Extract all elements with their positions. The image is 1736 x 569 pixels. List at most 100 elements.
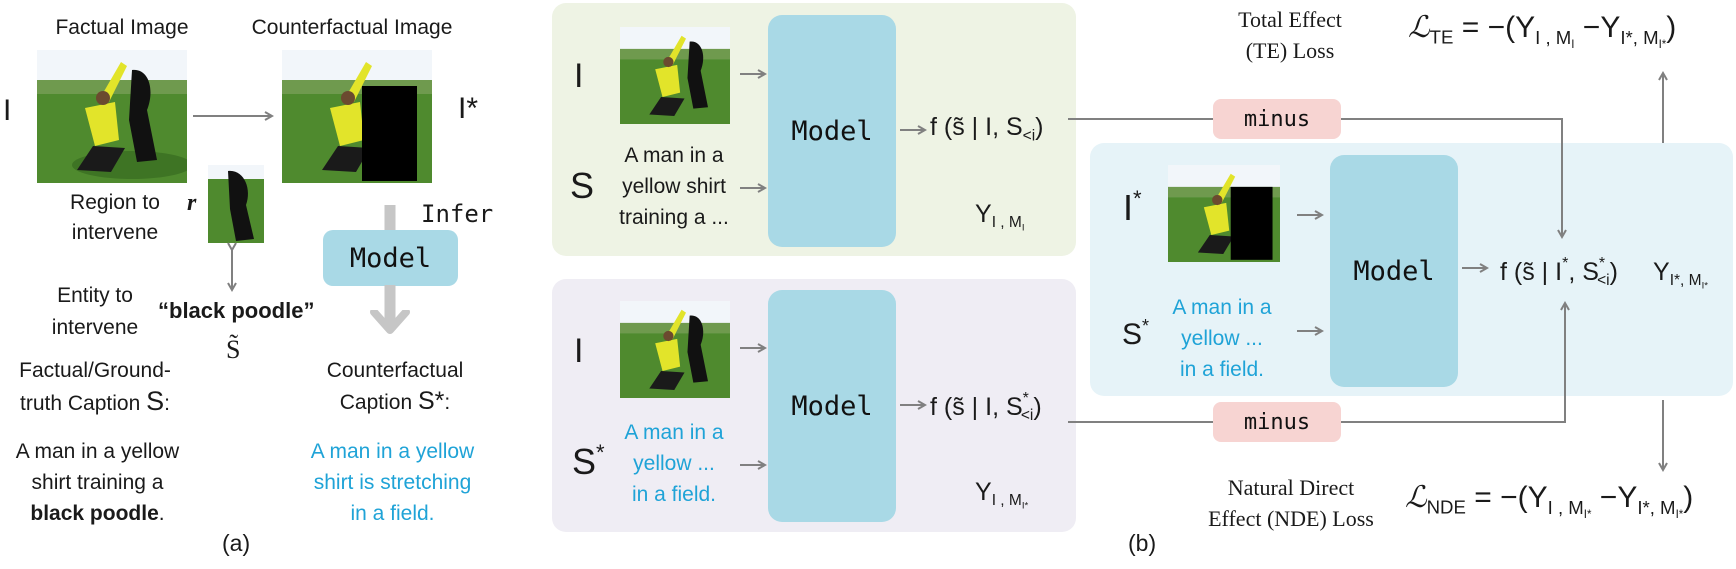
- bottom-input-I: I: [574, 332, 583, 371]
- factual-caption-label-line2-text: truth Caption: [20, 392, 141, 415]
- factual-caption-label-line2: truth Caption S:: [5, 386, 185, 419]
- right-caption: A man in a yellow ... in a field.: [1158, 292, 1286, 385]
- bottom-caption-line3: in a field.: [631, 483, 717, 506]
- nde-y1-subsub: I*: [1583, 508, 1592, 521]
- bottom-y-sub: I , M: [991, 492, 1022, 510]
- bottom-output-f: f: [930, 393, 937, 421]
- factual-caption-symbol: S: [146, 386, 165, 416]
- te-y2-subsub: I*: [1658, 38, 1667, 51]
- bottom-output-sup: *: [1022, 390, 1029, 407]
- right-model-box: Model: [1330, 155, 1458, 387]
- cf-caption-line2: shirt is stretching: [313, 471, 472, 494]
- cf-caption-colon: :: [444, 391, 451, 414]
- nde-y2: Y: [1617, 481, 1638, 514]
- right-caption-line2: yellow ...: [1181, 327, 1263, 350]
- factual-caption-text: A man in a yellow shirt training a black…: [0, 436, 195, 529]
- nde-y2-sub: I*, M: [1637, 496, 1676, 518]
- counterfactual-image-drawing: [282, 50, 432, 183]
- te-eq: = −(: [1461, 11, 1516, 44]
- bottom-input-S-sup: *: [596, 440, 605, 465]
- label-I: I: [3, 94, 12, 127]
- right-y-subsub: I*: [1701, 280, 1708, 292]
- te-loss-symbol: ℒ: [1408, 11, 1430, 44]
- te-title-line2: (TE) Loss: [1245, 38, 1335, 63]
- top-caption-line1: A man in a: [624, 144, 724, 167]
- top-minus-box: minus: [1213, 99, 1341, 139]
- bottom-output-formula: f (s̃ | I, S*<i): [930, 390, 1042, 425]
- right-input-image: [1168, 165, 1280, 262]
- bottom-caption-line2: yellow ...: [633, 452, 715, 475]
- top-caption-line3: training a ...: [619, 206, 729, 229]
- nde-eq: = −(: [1474, 481, 1528, 514]
- bottom-minus-box: minus: [1213, 402, 1341, 442]
- factual-caption-label: Factual/Ground- truth Caption S:: [5, 355, 185, 419]
- bottom-input-I-text: I: [574, 332, 584, 370]
- right-y-value: YI*, MI*: [1653, 258, 1708, 292]
- bottom-caption: A man in a yellow ... in a field.: [610, 417, 738, 510]
- nde-title-line2: Effect (NDE) Loss: [1208, 506, 1374, 531]
- bottom-input-S: S*: [572, 440, 605, 483]
- nde-y2-subsub: I*: [1675, 508, 1684, 521]
- top-input-image-drawing: [620, 27, 730, 124]
- right-caption-line3: in a field.: [1179, 358, 1265, 381]
- te-y1: Y: [1515, 11, 1536, 44]
- te-y2-sub: I*, M: [1620, 26, 1659, 48]
- top-output-close: ): [1035, 113, 1044, 141]
- nde-title-line1: Natural Direct: [1227, 475, 1355, 500]
- top-y-sub: I , M: [991, 214, 1022, 232]
- nde-close: ): [1683, 481, 1694, 514]
- te-title-line1: Total Effect: [1238, 7, 1342, 32]
- top-y-value: YI , MI: [975, 200, 1025, 234]
- nde-loss-formula: ℒNDE = −(YI , MI* −YI*, MI*): [1405, 480, 1693, 521]
- top-y-sub-wrap: I , MI: [991, 214, 1025, 234]
- cf-caption-line1: A man in a yellow: [310, 440, 475, 463]
- top-output-formula: f (s̃ | I, S<i): [930, 113, 1043, 145]
- right-output-close: ): [1609, 258, 1618, 286]
- infer-label: Infer: [421, 200, 494, 228]
- bottom-caption-line1: A man in a: [624, 421, 724, 444]
- panel-b-tag: (b): [1128, 530, 1157, 556]
- nde-y1-sub: I , M: [1547, 496, 1584, 518]
- top-y-base: Y: [975, 200, 992, 228]
- bottom-y-sub-wrap: I , MI*: [991, 492, 1029, 512]
- top-y-subsub: I: [1021, 222, 1025, 234]
- factual-caption-label-line1: Factual/Ground-: [19, 359, 171, 382]
- top-model-box: Model: [768, 15, 896, 247]
- right-input-I-sup: *: [1133, 186, 1142, 211]
- bottom-y-subsub: I*: [1021, 500, 1029, 512]
- bottom-y-base: Y: [975, 478, 992, 506]
- region-crop-image: [208, 165, 264, 243]
- right-input-image-drawing: [1168, 165, 1280, 262]
- factual-caption-bold: black poodle: [30, 502, 159, 525]
- bottom-output-sub: <i: [1020, 407, 1034, 425]
- entity-symbol: S̃: [226, 335, 241, 364]
- counterfactual-image: [282, 50, 432, 183]
- te-y1-sub: I , M: [1535, 26, 1572, 48]
- bottom-output-args: (s̃ | I, S: [943, 393, 1023, 421]
- te-loss-formula: ℒTE = −(YI , MI −YI*, MI*): [1408, 10, 1676, 51]
- right-input-S: S*: [1122, 316, 1149, 352]
- region-crop-drawing: [208, 165, 264, 243]
- top-input-S: S: [570, 165, 595, 206]
- cf-caption-text: A man in a yellow shirt is stretching in…: [290, 436, 495, 529]
- nde-loss-symbol: ℒ: [1405, 481, 1427, 514]
- top-output-f: f: [930, 113, 937, 141]
- top-output-sub: <i: [1022, 127, 1036, 145]
- right-y-base: Y: [1653, 258, 1670, 286]
- region-label: Region to intervene: [70, 191, 160, 244]
- factual-caption-colon: :: [164, 392, 170, 415]
- factual-image: [37, 50, 187, 183]
- factual-caption-line1: A man in a yellow: [15, 440, 180, 463]
- cf-caption-symbol: S*: [417, 387, 445, 415]
- nde-y2-sub-wrap: I*, MI*: [1637, 496, 1684, 521]
- counterfactual-image-title: Counterfactual Image: [251, 16, 453, 39]
- nde-y1-sub-wrap: I , MI*: [1547, 496, 1592, 521]
- nde-loss-title: Natural Direct Effect (NDE) Loss: [1186, 472, 1396, 534]
- factual-caption-end: .: [158, 502, 165, 525]
- right-input-I: I*: [1123, 186, 1142, 229]
- bottom-output-close: ): [1033, 393, 1042, 421]
- right-input-S-sup: *: [1142, 316, 1150, 336]
- right-y-sub: I*, M: [1669, 272, 1702, 290]
- label-I-star: I*: [458, 92, 479, 125]
- right-output-I-sup: *: [1562, 255, 1569, 272]
